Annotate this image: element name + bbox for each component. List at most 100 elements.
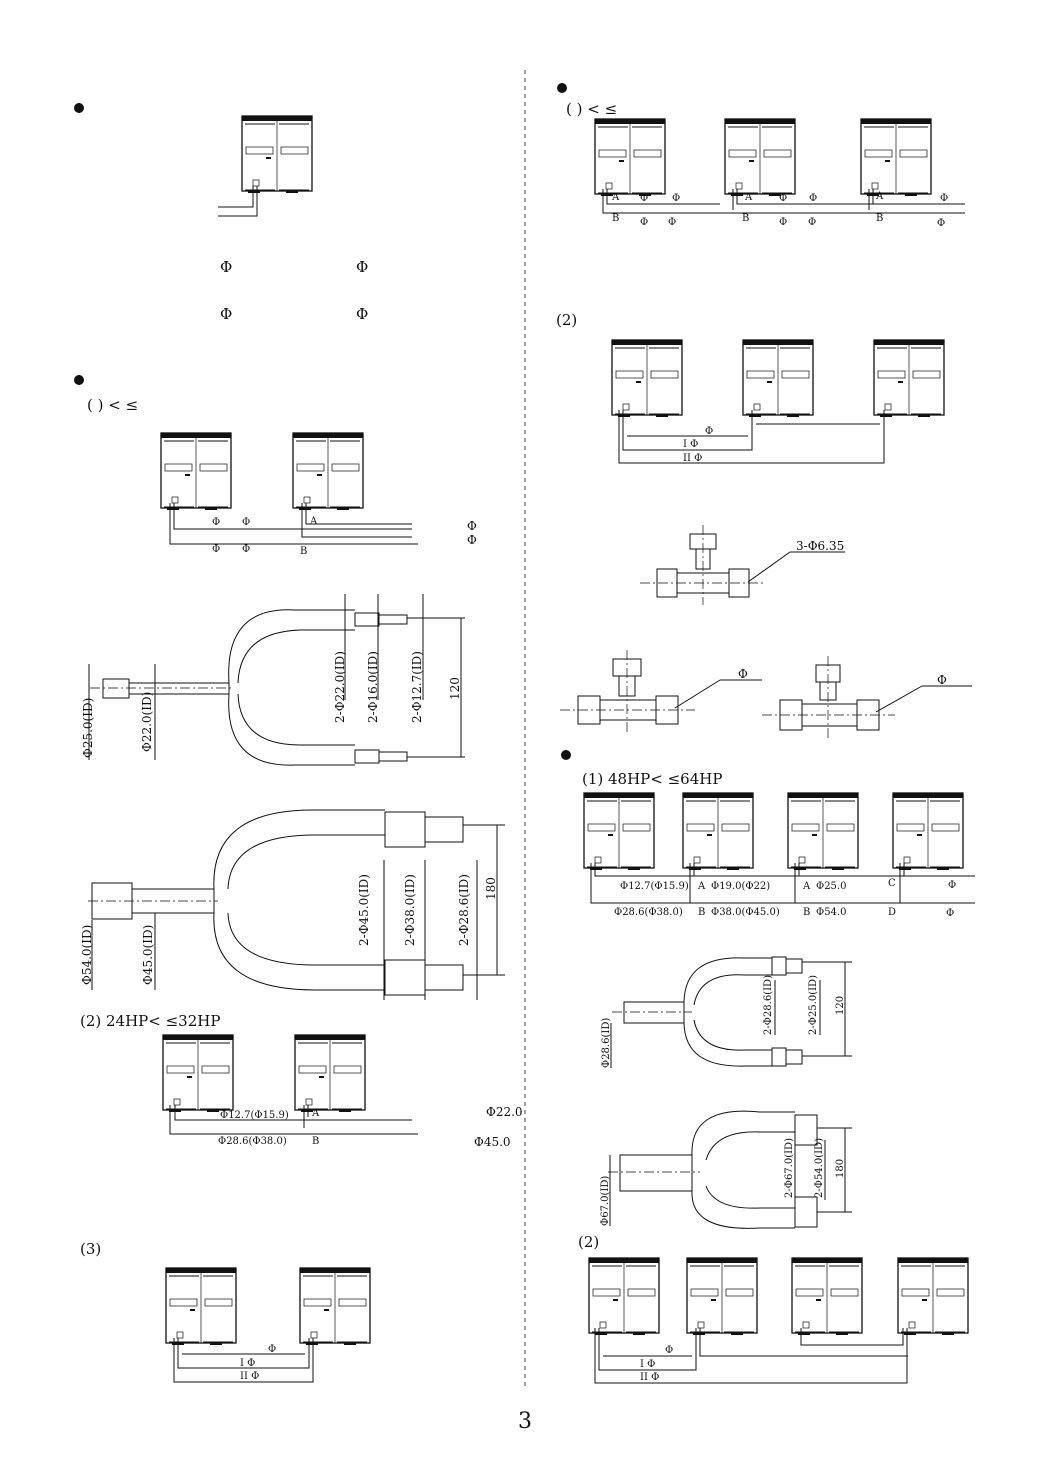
- outdoor-unit: [860, 118, 932, 197]
- pipe-label-a: A: [802, 881, 811, 892]
- phi-label: Φ: [940, 193, 948, 204]
- dimension-label: 120: [448, 677, 462, 700]
- pipe-label-b: B: [300, 546, 307, 557]
- left-two-unit: ( ) < ≤ Φ Φ Φ Φ A B Φ Φ: [74, 375, 477, 557]
- pipe-size-label: Φ54.0: [816, 907, 846, 918]
- pipe-label-a: A: [309, 516, 318, 527]
- dimension-label: 180: [484, 877, 498, 900]
- pipe-size-label: Φ25.0: [816, 881, 846, 892]
- pipe-size-label: Φ19.0(Φ22): [711, 881, 770, 892]
- phi-label: Φ: [937, 673, 947, 687]
- dimension-label: 120: [835, 996, 846, 1015]
- phi-label: Φ: [779, 193, 787, 204]
- right-section-2: (2) Φ I Φ II Φ: [556, 311, 945, 464]
- dimension-label: 2-Φ16.0(ID): [366, 651, 380, 723]
- outdoor-unit: [241, 115, 313, 194]
- left-ybranch-large: Φ54.0(ID) Φ45.0(ID) 2-Φ45.0(ID) 2-Φ38.0(…: [80, 809, 505, 1000]
- outdoor-unit: [787, 792, 859, 871]
- phi-label: Φ: [937, 218, 945, 229]
- phi-label: Φ: [705, 426, 713, 437]
- outdoor-unit: [294, 1034, 366, 1113]
- dimension-label: Φ28.6(ID): [601, 1018, 612, 1068]
- bullet-icon: [74, 103, 84, 113]
- phi-label: Φ: [946, 908, 954, 919]
- dimension-label: 180: [835, 1159, 846, 1178]
- bullet-icon: [74, 375, 84, 385]
- pipe-size-label: Φ22.0: [486, 1105, 523, 1119]
- pipe-label: I Φ: [683, 439, 698, 450]
- phi-label: Φ: [212, 517, 220, 528]
- phi-label: Φ: [467, 533, 477, 547]
- dimension-label: 2-Φ12.7(ID): [410, 651, 424, 723]
- left-section-3: (3) Φ I Φ II Φ: [80, 1240, 371, 1383]
- phi-label: Φ: [672, 193, 680, 204]
- dimension-label: Φ45.0(ID): [141, 925, 155, 985]
- phi-label: Φ: [665, 1345, 673, 1356]
- dimension-label: 2-Φ38.0(ID): [403, 874, 417, 946]
- pipe-label-c: C: [888, 878, 896, 889]
- outdoor-unit: [594, 118, 666, 197]
- outdoor-unit: [160, 432, 232, 511]
- right-ybranch-large: Φ67.0(ID) 2-Φ67.0(ID) 2-Φ54.0(ID) 180: [600, 1110, 852, 1229]
- section-heading: (2): [556, 311, 577, 329]
- outdoor-unit: [299, 1267, 371, 1346]
- dimension-label: 2-Φ22.0(ID): [333, 651, 347, 723]
- phi-label: Φ: [268, 1344, 276, 1355]
- outdoor-unit: [897, 1257, 969, 1336]
- section-heading: ( ) < ≤: [87, 396, 138, 414]
- phi-label: Φ: [640, 193, 648, 204]
- phi-label: Φ: [212, 544, 220, 555]
- outdoor-unit: [873, 339, 945, 418]
- bullet-icon: [557, 83, 567, 93]
- dimension-label: 2-Φ67.0(ID): [784, 1138, 795, 1198]
- outdoor-unit: [292, 432, 364, 511]
- outdoor-unit: [742, 339, 814, 418]
- pipe-size-label: Φ12.7(Φ15.9): [620, 881, 689, 892]
- pipe-label-b: B: [876, 213, 883, 224]
- pipe-label-b: B: [612, 213, 619, 224]
- outdoor-unit: [724, 118, 796, 197]
- pipe-label: I Φ: [240, 1358, 255, 1369]
- left-ybranch-small: Φ25.0(ID) Φ22.0(ID) 2-Φ22.0(ID) 2-Φ16.0(…: [81, 594, 465, 766]
- pipe-label: II Φ: [683, 453, 702, 464]
- phi-label: Φ: [808, 217, 816, 228]
- dimension-label: 2-Φ25.0(ID): [808, 975, 819, 1035]
- dimension-label: Φ22.0(ID): [140, 692, 154, 752]
- right-tee-fittings: 3-Φ6.35 Φ Φ: [560, 525, 972, 740]
- pipe-label-b: B: [312, 1136, 319, 1147]
- outdoor-unit: [588, 1257, 660, 1336]
- phi-label: Φ: [809, 193, 817, 204]
- phi-label: Φ: [668, 217, 676, 228]
- phi-label: Φ: [356, 258, 368, 276]
- phi-label: Φ: [220, 258, 232, 276]
- dimension-label: 2-Φ45.0(ID): [357, 874, 371, 946]
- phi-label: Φ: [948, 880, 956, 891]
- outdoor-unit: [892, 792, 964, 871]
- pipe-label: II Φ: [640, 1372, 659, 1383]
- pipe-label: II Φ: [240, 1371, 259, 1382]
- phi-label: Φ: [220, 305, 232, 323]
- phi-label: Φ: [242, 517, 250, 528]
- right-section-2b: (2) Φ I Φ II Φ: [578, 1233, 969, 1384]
- pipe-label-d: D: [888, 907, 896, 918]
- fitting-label: 3-Φ6.35: [796, 539, 844, 553]
- section-heading: (2): [578, 1233, 599, 1251]
- phi-label: Φ: [640, 217, 648, 228]
- right-three-unit: ( ) < ≤ A A A B B B Φ Φ Φ Φ Φ Φ Φ Φ Φ Φ: [557, 83, 965, 229]
- pipe-label-a: A: [611, 192, 620, 203]
- pipe-label-b: B: [803, 907, 810, 918]
- pipe-label-b: B: [698, 907, 705, 918]
- left-section-2: (2) 24HP< ≤32HP Φ12.7(Φ15.9) Φ28.6(Φ38.0…: [80, 1012, 523, 1149]
- dimension-label: Φ54.0(ID): [80, 925, 94, 985]
- dimension-label: 2-Φ28.6(ID): [763, 975, 774, 1035]
- pipe-label-a: A: [697, 881, 706, 892]
- outdoor-unit: [682, 792, 754, 871]
- phi-label: Φ: [467, 519, 477, 533]
- pipe-size-label: Φ38.0(Φ45.0): [711, 907, 780, 918]
- right-four-unit: (1) 48HP< ≤64HP Φ12.7(Φ15.9) A Φ19.0(Φ22…: [561, 750, 975, 919]
- pipe-size-label: Φ45.0: [474, 1135, 511, 1149]
- phi-label: Φ: [242, 544, 250, 555]
- outdoor-unit: [162, 1034, 234, 1113]
- left-single-unit: Φ Φ Φ Φ: [74, 103, 368, 323]
